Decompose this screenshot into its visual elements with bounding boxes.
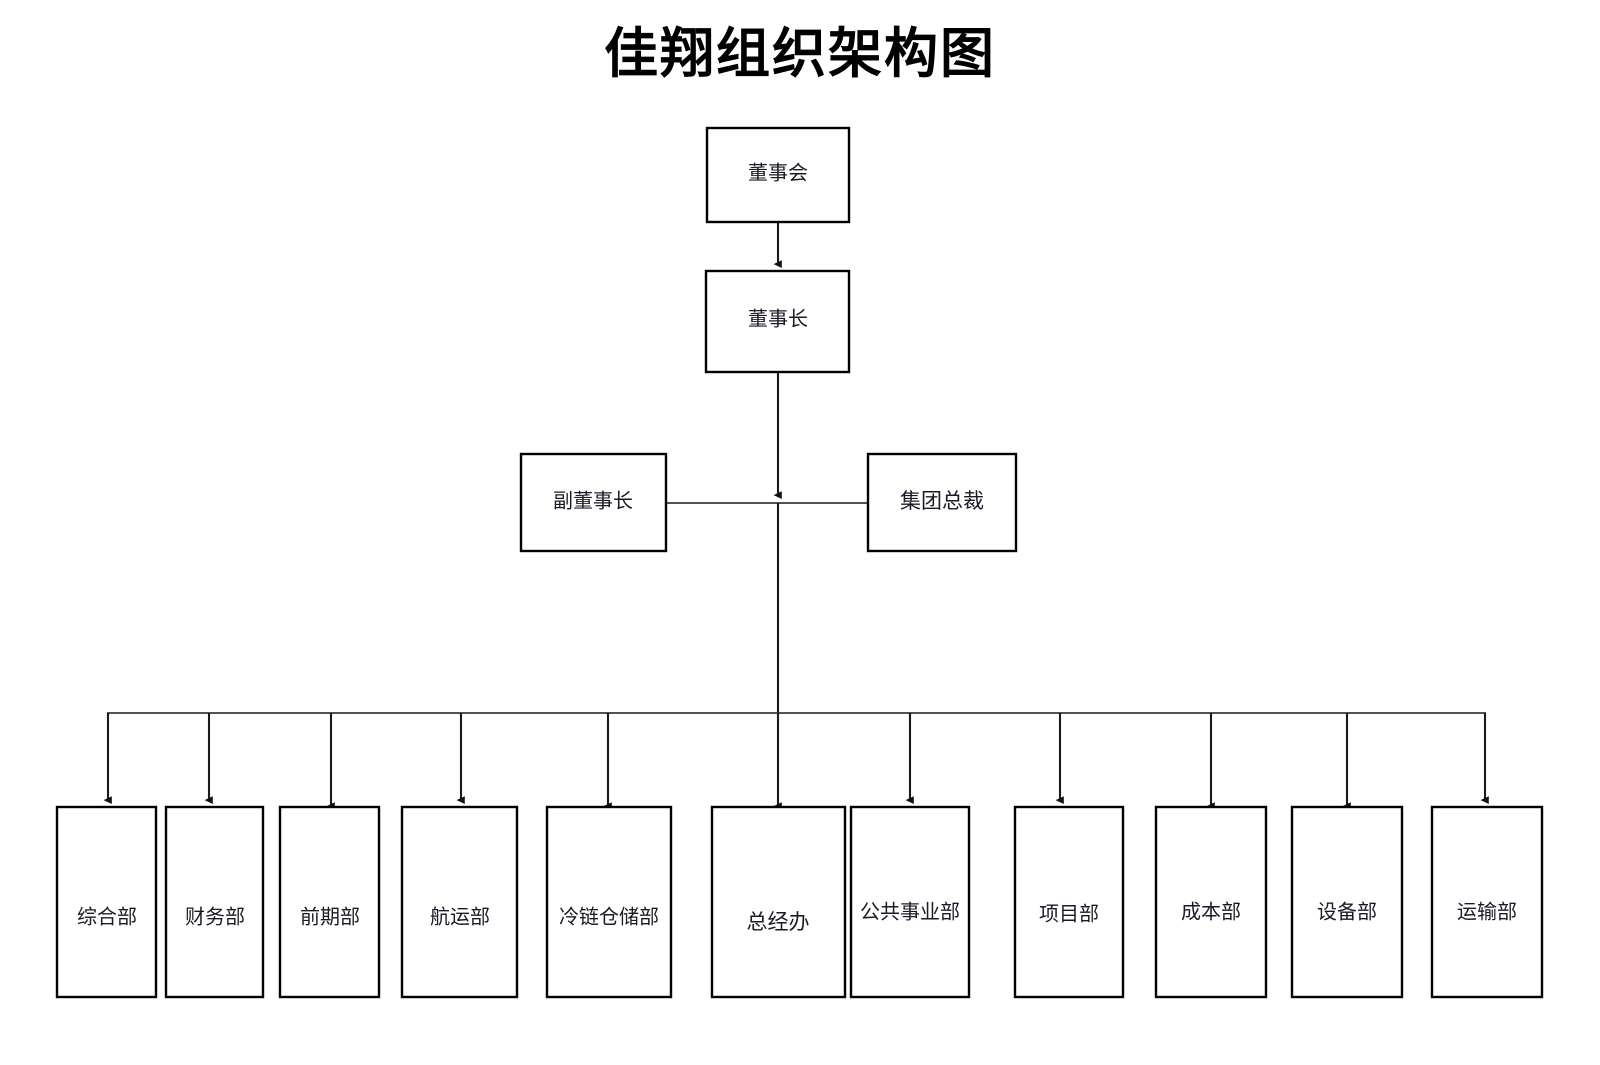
node-vice-chairman-box[interactable]	[519, 452, 668, 553]
page-title: 佳翔组织架构图	[604, 24, 996, 84]
node-dept-public-utilities-label: 公共事业部	[860, 901, 960, 924]
node-vice-chairman[interactable]: 副董事长	[519, 452, 668, 553]
node-dept-cost-label: 成本部	[1181, 901, 1241, 924]
node-dept-finance[interactable]: 财务部	[164, 805, 265, 999]
node-dept-project-box[interactable]	[1013, 805, 1125, 999]
node-dept-preliminary-label: 前期部	[300, 906, 360, 929]
node-vice-chairman-label: 副董事长	[553, 490, 633, 513]
node-dept-general-affairs-label: 综合部	[77, 906, 137, 929]
connector-layer	[103, 222, 1489, 811]
node-group-president[interactable]: 集团总裁	[866, 452, 1018, 553]
node-dept-cold-chain-storage-box[interactable]	[545, 805, 673, 999]
node-chairman-box[interactable]	[704, 269, 851, 374]
node-dept-shipping-box[interactable]	[400, 805, 519, 999]
node-dept-finance-label: 财务部	[185, 906, 245, 929]
node-dept-equipment-box[interactable]	[1290, 805, 1404, 999]
node-dept-cold-chain-storage-label: 冷链仓储部	[559, 906, 659, 929]
node-dept-cost-box[interactable]	[1154, 805, 1268, 999]
node-chairman[interactable]: 董事长	[704, 269, 851, 374]
node-dept-transport-box[interactable]	[1430, 805, 1544, 999]
node-dept-public-utilities-box[interactable]	[849, 805, 971, 999]
node-dept-cost[interactable]: 成本部	[1154, 805, 1268, 999]
node-dept-general-manager-office[interactable]: 总经办	[710, 805, 847, 999]
node-dept-general-affairs[interactable]: 综合部	[55, 805, 158, 999]
node-dept-equipment[interactable]: 设备部	[1290, 805, 1404, 999]
node-board[interactable]: 董事会	[705, 126, 851, 224]
node-board-label: 董事会	[748, 162, 808, 185]
node-dept-general-manager-office-label: 总经办	[747, 910, 810, 934]
node-dept-shipping-label: 航运部	[430, 906, 490, 929]
node-dept-transport[interactable]: 运输部	[1430, 805, 1544, 999]
node-dept-preliminary-box[interactable]	[278, 805, 381, 999]
node-dept-public-utilities[interactable]: 公共事业部	[849, 805, 971, 999]
node-dept-equipment-label: 设备部	[1317, 901, 1377, 924]
node-dept-finance-box[interactable]	[164, 805, 265, 999]
node-dept-general-affairs-box[interactable]	[55, 805, 158, 999]
node-dept-cold-chain-storage[interactable]: 冷链仓储部	[545, 805, 673, 999]
node-dept-project[interactable]: 项目部	[1013, 805, 1125, 999]
node-group-president-box[interactable]	[866, 452, 1018, 553]
node-dept-shipping[interactable]: 航运部	[400, 805, 519, 999]
node-dept-project-label: 项目部	[1039, 903, 1099, 926]
node-board-box[interactable]	[705, 126, 851, 224]
node-dept-general-manager-office-box[interactable]	[710, 805, 847, 999]
node-chairman-label: 董事长	[748, 308, 808, 331]
node-dept-transport-label: 运输部	[1457, 901, 1517, 924]
node-dept-preliminary[interactable]: 前期部	[278, 805, 381, 999]
node-group-president-label: 集团总裁	[900, 489, 984, 513]
